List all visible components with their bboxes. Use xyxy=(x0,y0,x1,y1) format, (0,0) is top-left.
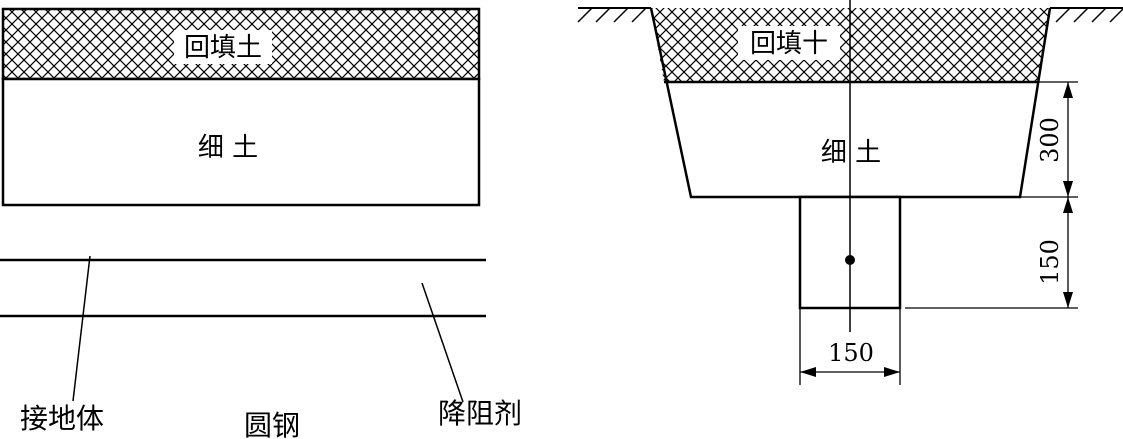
steel-center-dot xyxy=(845,255,855,265)
left-backfill-label: 回填土 xyxy=(184,33,262,63)
dim-width-label-bg xyxy=(826,340,876,364)
right-backfill-label: 回填十 xyxy=(750,29,828,59)
dim-150-horizontal-label: 150 xyxy=(828,339,874,367)
resistance-agent-leader xyxy=(421,282,464,403)
ground-body-leader xyxy=(72,255,91,402)
ground-body-label: 接地体 xyxy=(20,402,104,435)
resistance-agent-label: 降阻剂 xyxy=(438,397,522,430)
right-backfill-label-bg xyxy=(738,26,840,60)
left-figure: 回填土 细 土 接地体 圆钢 降阻剂 xyxy=(0,7,522,439)
right-fine-soil-label: 细 土 xyxy=(821,138,881,168)
left-fine-soil-layer xyxy=(1,77,481,207)
ground-surface-right xyxy=(1050,7,1123,23)
horizontal-dimension xyxy=(799,308,901,385)
vertical-dimension xyxy=(905,81,1078,309)
left-backfill-label-bg xyxy=(174,30,272,64)
round-steel-label: 圆钢 xyxy=(244,409,300,439)
ground-surface-left xyxy=(577,7,651,23)
left-fine-soil-label: 细 土 xyxy=(198,133,258,163)
right-figure: 回填十 细 土 300 150 150 xyxy=(577,0,1123,385)
dim-150-vertical-label: 150 xyxy=(1036,239,1064,285)
dim-300-label: 300 xyxy=(1036,117,1064,163)
